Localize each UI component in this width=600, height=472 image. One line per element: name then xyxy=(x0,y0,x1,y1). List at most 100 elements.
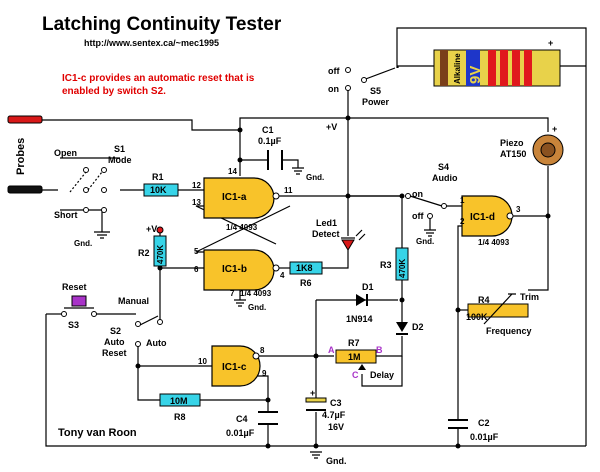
ic1d-part: 1/4 4093 xyxy=(478,238,510,247)
reset-label: Reset xyxy=(62,282,87,292)
wire-vplus-s4 xyxy=(347,118,402,197)
plus-v-label: +V xyxy=(326,122,337,132)
junction xyxy=(345,193,351,199)
r4-frequency: Frequency xyxy=(486,326,532,336)
ic1b-pin: 6 xyxy=(194,265,199,274)
ic1b-gate: IC1-b 1/4 4093 5 6 4 7 Gnd. xyxy=(194,247,285,312)
ic1b-pin: 7 xyxy=(230,289,235,298)
r7-delay: Delay xyxy=(370,370,394,380)
wire-pin2 xyxy=(457,225,462,420)
s4-name: S4 xyxy=(438,162,449,172)
r1-value: 10K xyxy=(150,185,167,195)
c4-capacitor: C4 0.01µF xyxy=(226,411,278,438)
wire-vplus-rail xyxy=(239,90,349,130)
wire-vplus-piezo xyxy=(348,117,549,132)
r7-name: R7 xyxy=(348,338,360,348)
r4-trim: Trim xyxy=(520,292,539,302)
junction xyxy=(455,443,461,449)
ic1b-part: 1/4 4093 xyxy=(240,289,272,298)
s1-mode-switch[interactable]: Open Short S1 Mode xyxy=(54,144,132,220)
gnd-label: Gnd. xyxy=(326,456,347,466)
c1-name: C1 xyxy=(262,125,274,135)
ic1b-body xyxy=(203,249,275,291)
reset-terminal xyxy=(91,311,97,317)
reset-button[interactable]: Reset S3 xyxy=(61,282,97,330)
r8-name: R8 xyxy=(174,412,186,422)
s2-auto-reset-2: Reset xyxy=(102,348,127,358)
junction xyxy=(313,443,319,449)
r2-body xyxy=(153,235,167,267)
s1-terminal xyxy=(101,187,107,193)
c3-volt: 16V xyxy=(328,422,344,432)
probes: Probes xyxy=(7,115,43,194)
s1-terminal xyxy=(83,207,89,213)
piezo-part: AT150 xyxy=(500,149,526,159)
wire-battery-top xyxy=(396,27,587,68)
junction xyxy=(265,397,271,403)
s1-arms xyxy=(69,171,103,193)
ic1c-gate: IC1-c 10 9 8 xyxy=(198,345,267,387)
battery-label-panel xyxy=(466,50,480,86)
led-rays xyxy=(355,229,366,241)
r2-resistor: +V 470K R2 xyxy=(138,224,167,267)
s4-off: off xyxy=(412,211,424,221)
wire-s5-arm xyxy=(362,67,396,81)
probe-black xyxy=(7,185,43,194)
c2-name: C2 xyxy=(478,418,490,428)
s4-terminal xyxy=(441,203,447,209)
ground-symbol xyxy=(94,231,110,239)
r6-name: R6 xyxy=(300,278,312,288)
wire-r4-right xyxy=(528,216,549,291)
r3-name: R3 xyxy=(380,260,392,270)
wire-c1-right xyxy=(282,159,299,168)
ground-symbol xyxy=(424,218,436,237)
wire-latch-cross-2 xyxy=(195,205,291,253)
s2-terminal xyxy=(157,319,163,325)
r4-name: R4 xyxy=(478,295,490,305)
s4-terminal xyxy=(405,193,411,199)
s4-label: Audio xyxy=(432,173,458,183)
probes-label: Probes xyxy=(15,138,27,175)
r7-wiper xyxy=(358,364,366,370)
r1-resistor xyxy=(143,183,179,197)
power-switch[interactable]: off on S5 Power xyxy=(328,66,390,107)
s1-open-label: Open xyxy=(54,148,77,158)
ic1a-pin: 11 xyxy=(284,186,293,195)
junction xyxy=(545,213,551,219)
battery-brand: Alkaline xyxy=(453,53,462,84)
s2-name: S2 xyxy=(110,326,121,336)
battery: Alkaline 9V + xyxy=(433,38,561,87)
junction xyxy=(313,353,319,359)
ic1a-gate: IC1-a 1/4 4093 12 13 14 11 xyxy=(192,167,293,232)
c2-value: 0.01µF xyxy=(470,432,499,442)
r7-value: 1M xyxy=(348,352,361,362)
c4-plates xyxy=(258,411,278,425)
c1-capacitor: C1 0.1µF Gnd. xyxy=(258,125,324,182)
s4-audio-switch[interactable]: S4 Audio on off Gnd. xyxy=(405,162,458,246)
ic1a-part: 1/4 4093 xyxy=(226,223,258,232)
ic1a-name: IC1-a xyxy=(222,192,247,203)
s2-switch[interactable]: Manual S2 Auto Reset Auto xyxy=(102,296,167,358)
junction xyxy=(157,265,163,271)
c2-capacitor: C2 0.01µF xyxy=(448,418,499,442)
c2-plates xyxy=(448,419,468,429)
r4-trimmer[interactable]: R4 100K Trim Frequency xyxy=(466,292,539,336)
junction xyxy=(399,193,405,199)
r6-value: 1K8 xyxy=(296,263,313,273)
battery-stripe xyxy=(524,50,532,86)
c1-plates xyxy=(267,150,283,170)
note-line-2: enabled by switch S2. xyxy=(62,86,166,97)
r2-value: 470K xyxy=(156,245,165,264)
ic1d-pin: 3 xyxy=(516,205,521,214)
r6-resistor xyxy=(289,261,323,275)
r3-resistor xyxy=(395,247,409,281)
ic1d-pin: 2 xyxy=(460,217,465,226)
s1-terminal xyxy=(101,167,107,173)
r7-potentiometer[interactable]: 1M R7 A B C Delay xyxy=(328,338,394,380)
junctions xyxy=(135,115,551,449)
s2-auto-reset-1: Auto xyxy=(104,337,125,347)
ic1a-body xyxy=(203,177,275,219)
c3-plate-pos xyxy=(305,397,327,403)
